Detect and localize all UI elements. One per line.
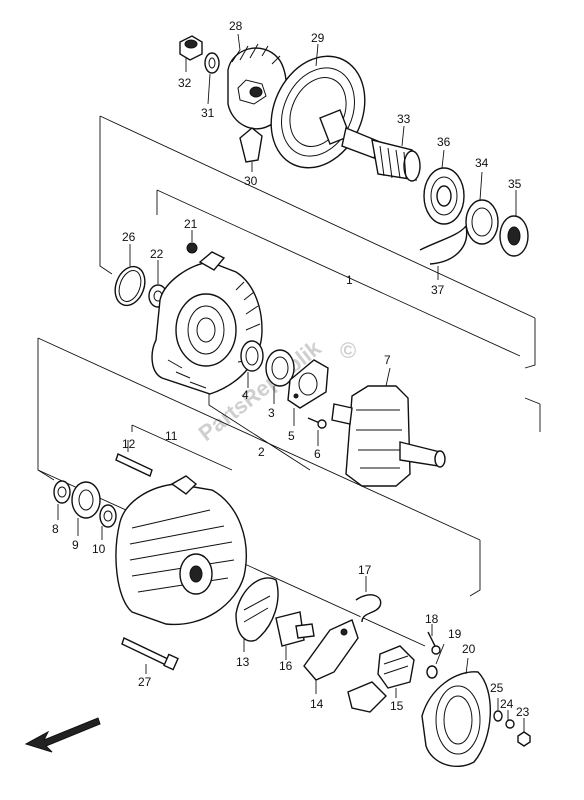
part-24-washer	[505, 710, 515, 729]
callout-13: 13	[236, 655, 250, 669]
callout-19: 19	[448, 627, 462, 641]
callout-10: 10	[92, 542, 106, 556]
part-30-key	[239, 127, 263, 172]
callout-17: 17	[358, 563, 372, 577]
part-26-oring	[114, 244, 146, 307]
callout-18: 18	[425, 612, 439, 626]
callout-12: 12	[122, 437, 136, 451]
callout-7: 7	[384, 353, 391, 367]
callout-31: 31	[201, 106, 215, 120]
part-16-terminal	[275, 611, 315, 660]
callout-28: 28	[229, 19, 243, 33]
part-23-nut	[517, 718, 531, 747]
watermark-symbol: ©	[340, 338, 356, 363]
part-9-bearing	[71, 481, 101, 536]
part-12-bolt	[115, 440, 153, 477]
part-15-regulator	[377, 645, 415, 698]
part-20-rear-cover	[421, 657, 492, 767]
part-19-washer	[426, 643, 445, 679]
part-6-screw	[307, 417, 327, 446]
part-7-rotor	[331, 367, 446, 487]
part-34-ring	[465, 171, 499, 245]
part-27-bolt	[121, 637, 179, 674]
part-14-brush-plate	[303, 619, 387, 713]
part-37-circlip	[419, 224, 468, 280]
callout-23: 23	[516, 705, 530, 719]
callout-5: 5	[288, 429, 295, 443]
front-arrow-icon	[24, 717, 101, 753]
part-18-screw	[427, 624, 441, 655]
part-21-bolt	[186, 230, 198, 254]
callout-29: 29	[311, 31, 325, 45]
part-32-nut	[179, 35, 203, 72]
part-33-shaft	[319, 109, 421, 182]
callout-32: 32	[178, 76, 192, 90]
callout-27: 27	[138, 675, 152, 689]
part-25-washer	[493, 698, 503, 722]
callout-37: 37	[431, 283, 445, 297]
front-housing	[151, 251, 263, 395]
part-13-cover	[235, 577, 279, 652]
callout-16: 16	[279, 659, 293, 673]
callout-33: 33	[397, 112, 411, 126]
part-3-bearing	[265, 349, 295, 404]
part-35-bearing	[499, 190, 529, 257]
part-10-seal	[99, 504, 117, 540]
part-11-rear-housing	[115, 475, 247, 626]
part-4-seal	[240, 340, 264, 388]
part-5-plate	[287, 359, 329, 426]
callout-9: 9	[72, 538, 79, 552]
callout-35: 35	[508, 177, 522, 191]
callout-2: 2	[258, 445, 265, 459]
callout-8: 8	[52, 522, 59, 536]
callout-1: 1	[346, 273, 353, 287]
callout-11: 11	[165, 429, 178, 443]
callout-30: 30	[244, 174, 258, 188]
callout-4: 4	[242, 388, 249, 402]
part-31-washer	[204, 52, 220, 105]
callout-14: 14	[310, 697, 324, 711]
callout-6: 6	[314, 447, 321, 461]
callout-26: 26	[122, 230, 136, 244]
part-36-bearing	[423, 149, 465, 225]
callout-25: 25	[490, 681, 504, 695]
callout-15: 15	[390, 699, 404, 713]
group-bracket-11b	[131, 424, 233, 471]
callout-22: 22	[150, 247, 164, 261]
callout-34: 34	[475, 156, 489, 170]
group-bracket-1	[99, 115, 536, 369]
callout-21: 21	[184, 217, 198, 231]
callout-20: 20	[462, 642, 476, 656]
callout-3: 3	[268, 406, 275, 420]
part-17-spring	[355, 576, 382, 623]
callout-24: 24	[500, 697, 514, 711]
callout-36: 36	[437, 135, 451, 149]
part-8-seal	[53, 480, 71, 520]
